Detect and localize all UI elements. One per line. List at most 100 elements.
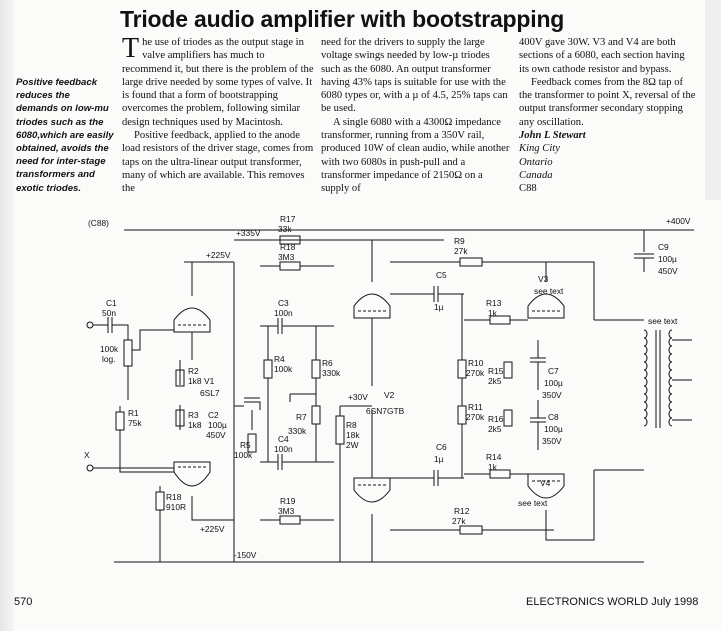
v4-see-text: see text	[518, 498, 548, 508]
r15-value: 2k5	[488, 376, 502, 386]
rail-label-plus335: +335V	[236, 228, 261, 238]
r17-label: R17	[280, 214, 296, 224]
c4-label: C4	[278, 434, 289, 444]
grid-bias-wires	[289, 326, 317, 462]
output-anode-wires	[545, 261, 595, 541]
r11-value: 270k	[466, 412, 485, 422]
r3-resistor	[175, 409, 185, 427]
r15-label: R15	[488, 366, 504, 376]
author-country: Canada	[519, 169, 553, 181]
r5-value: 100k	[234, 450, 253, 460]
r12-value: 27k	[452, 516, 466, 526]
rail-label-plus225-bottom: +225V	[200, 524, 225, 534]
pot-wiper-wire	[127, 329, 174, 400]
r18-cathode-label: R18	[166, 492, 182, 502]
drop-cap: T	[122, 33, 140, 64]
page-number: 570	[14, 596, 33, 608]
magazine-reference: ELECTRONICS WORLD July 1998	[526, 596, 699, 608]
r9-label: R9	[454, 236, 465, 246]
r4-label: R4	[274, 354, 285, 364]
v1-type: 6SL7	[200, 388, 220, 398]
v3-label: V3	[538, 274, 549, 284]
author-province: Ontario	[519, 156, 553, 168]
r15-resistor	[503, 361, 513, 379]
r2-resistor	[175, 369, 185, 387]
r18-resistor	[279, 261, 301, 271]
r3-label: R3	[188, 410, 199, 420]
author-city: King City	[519, 143, 560, 155]
r16-resistor	[503, 409, 513, 427]
text-column-3: 400V gave 30W. V3 and V4 are both sectio…	[519, 36, 697, 196]
r8-power: 2W	[346, 440, 359, 450]
r10-value: 270k	[466, 368, 485, 378]
pull-quote: Positive feedback reduces the demands on…	[16, 77, 114, 194]
c8-label: C8	[548, 412, 559, 422]
page-edge	[0, 0, 14, 631]
c9-label: C9	[658, 242, 669, 252]
rail-label-plus225-top: +225V	[206, 250, 231, 260]
pot-taper: log.	[102, 354, 116, 364]
c9-voltage: 450V	[658, 266, 678, 276]
r11-label: R11	[468, 402, 483, 412]
c6-value: 1µ	[434, 454, 444, 464]
r12-resistor	[459, 525, 483, 535]
input-terminal	[86, 321, 94, 329]
transformer-leads	[594, 319, 692, 471]
c2-value: 100µ	[208, 420, 227, 430]
c5-value: 1µ	[434, 302, 444, 312]
v3-see-text: see text	[534, 286, 564, 296]
r18-cathode-resistor	[155, 491, 165, 511]
c4-value: 100n	[274, 444, 293, 454]
r18-label: R18	[280, 242, 296, 252]
circuit-ref: C88	[519, 183, 537, 195]
c8-value: 100µ	[544, 424, 563, 434]
transformer-primary	[643, 329, 648, 427]
r4-resistor	[263, 359, 273, 379]
r19-label: R19	[280, 496, 296, 506]
r1-resistor	[115, 411, 125, 431]
r5-label: R5	[240, 440, 251, 450]
c8-capacitor	[530, 400, 546, 450]
schematic-ref: (C88)	[88, 218, 109, 228]
c3-label: C3	[278, 298, 289, 308]
c2-label: C2	[208, 410, 219, 420]
r5-resistor	[247, 433, 257, 453]
r6-value: 330k	[322, 368, 341, 378]
c5-label: C5	[436, 270, 447, 280]
c9-value: 100µ	[658, 254, 677, 264]
rail-label-plus30: +30V	[348, 392, 368, 402]
r14-label: R14	[486, 452, 502, 462]
r4-value: 100k	[274, 364, 293, 374]
r10-label: R10	[468, 358, 484, 368]
r17-resistor	[279, 235, 301, 245]
v4-label: V4	[540, 478, 551, 488]
c9-capacitor	[634, 230, 654, 272]
r1-wire	[119, 406, 174, 473]
paragraph: 400V gave 30W. V3 and V4 are both sectio…	[519, 37, 685, 75]
c1-label: C1	[106, 298, 117, 308]
r7-label: R7	[296, 412, 307, 422]
r10-resistor	[457, 359, 467, 379]
c7-label: C7	[548, 366, 559, 376]
r7-resistor	[311, 405, 321, 425]
r2-value: 1k8	[188, 376, 202, 386]
c2-capacitor	[234, 397, 261, 430]
adjacent-page-strip	[705, 0, 721, 200]
r19-resistor	[279, 515, 301, 525]
r14-value: 1k	[488, 462, 498, 472]
c7-voltage: 350V	[542, 390, 562, 400]
c6-label: C6	[436, 442, 447, 452]
circuit-schematic: (C88) +335V +400V +225V +225V -150V +30V…	[84, 214, 694, 563]
r13-label: R13	[486, 298, 502, 308]
article-title: Triode audio amplifier with bootstrappin…	[120, 6, 565, 32]
paragraph: Feedback comes from the 8Ω tap of the tr…	[519, 76, 696, 128]
feedback-point-label: X	[84, 450, 90, 460]
c3-value: 100n	[274, 308, 293, 318]
r17-value: 33k	[278, 224, 292, 234]
grid-stopper-wires	[464, 319, 528, 475]
r16-value: 2k5	[488, 424, 502, 434]
v1-label: V1	[204, 376, 215, 386]
v2-type: 6SN7GTB	[366, 406, 405, 416]
r8-wire	[339, 405, 372, 562]
c3-capacitor	[260, 318, 334, 334]
